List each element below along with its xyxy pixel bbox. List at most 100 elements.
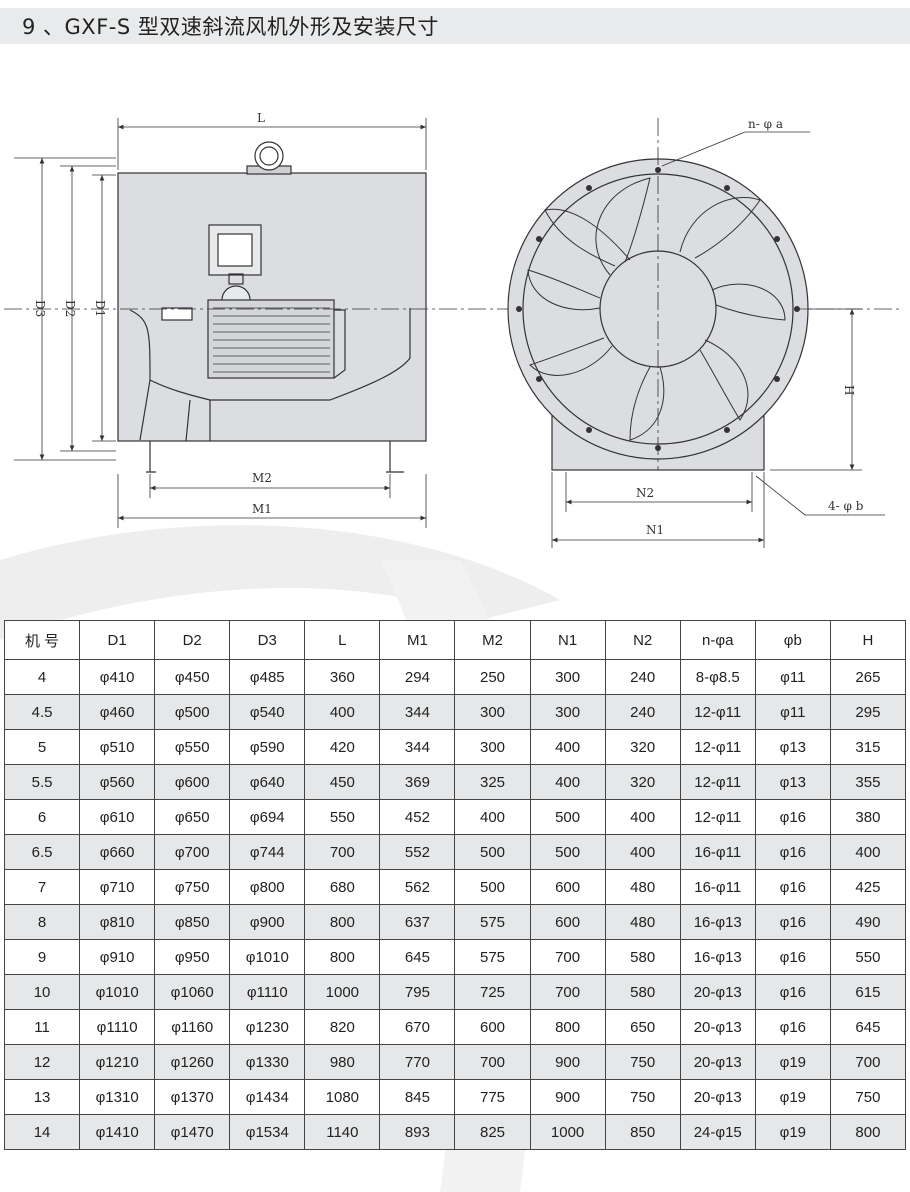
- table-cell: φ950: [154, 939, 231, 975]
- table-cell: 295: [829, 694, 907, 730]
- table-cell: φ11: [754, 694, 831, 730]
- table-cell: 900: [529, 1044, 606, 1080]
- table-cell: 1000: [529, 1114, 606, 1150]
- table-cell: φ13: [754, 729, 831, 765]
- table-cell: 300: [529, 659, 606, 695]
- table-cell: 400: [604, 834, 681, 870]
- table-cell: 4: [3, 659, 81, 695]
- table-cell: 550: [304, 799, 381, 835]
- table-cell: 825: [454, 1114, 531, 1150]
- table-cell: 750: [829, 1079, 907, 1115]
- table-cell: 700: [529, 974, 606, 1010]
- table-cell: 575: [454, 904, 531, 940]
- table-cell: 344: [379, 694, 456, 730]
- label-D2: D2: [63, 300, 77, 317]
- table-cell: 8: [3, 904, 81, 940]
- table-cell: φ1160: [154, 1009, 231, 1045]
- table-cell: 20-φ13: [679, 1044, 756, 1080]
- table-cell: φ1260: [154, 1044, 231, 1080]
- table-header-row: 机 号 D1 D2 D3 L M1 M2 N1 N2 n-φa φb H: [3, 620, 907, 660]
- header-cell: N2: [604, 620, 681, 660]
- table-cell: 480: [604, 869, 681, 905]
- table-cell: 14: [3, 1114, 81, 1150]
- table-cell: 250: [454, 659, 531, 695]
- table-cell: φ16: [754, 799, 831, 835]
- table-cell: 645: [379, 939, 456, 975]
- table-cell: φ1534: [229, 1114, 306, 1150]
- table-cell: 344: [379, 729, 456, 765]
- table-cell: 1140: [304, 1114, 381, 1150]
- table-cell: φ1010: [229, 939, 306, 975]
- header-cell: D3: [229, 620, 306, 660]
- table-cell: 355: [829, 764, 907, 800]
- table-cell: 900: [529, 1079, 606, 1115]
- table-cell: φ660: [79, 834, 156, 870]
- side-view: [4, 118, 900, 528]
- table-cell: 800: [829, 1114, 907, 1150]
- table-cell: φ850: [154, 904, 231, 940]
- table-cell: 16-φ11: [679, 834, 756, 870]
- header-cell: 机 号: [3, 620, 81, 660]
- table-cell: φ744: [229, 834, 306, 870]
- table-cell: φ610: [79, 799, 156, 835]
- header-cell: n-φa: [679, 620, 756, 660]
- table-cell: 750: [604, 1079, 681, 1115]
- table-cell: φ1060: [154, 974, 231, 1010]
- table-cell: 637: [379, 904, 456, 940]
- table-cell: 8-φ8.5: [679, 659, 756, 695]
- table-cell: φ500: [154, 694, 231, 730]
- table-cell: 552: [379, 834, 456, 870]
- table-cell: 980: [304, 1044, 381, 1080]
- header-cell: L: [304, 620, 381, 660]
- table-cell: φ460: [79, 694, 156, 730]
- table-cell: φ800: [229, 869, 306, 905]
- table-cell: 20-φ13: [679, 1009, 756, 1045]
- header-cell: D1: [79, 620, 156, 660]
- table-cell: 750: [604, 1044, 681, 1080]
- table-cell: 300: [454, 694, 531, 730]
- table-cell: 320: [604, 729, 681, 765]
- table-cell: φ590: [229, 729, 306, 765]
- table-cell: 12-φ11: [679, 729, 756, 765]
- table-cell: φ1470: [154, 1114, 231, 1150]
- table-cell: 400: [454, 799, 531, 835]
- table-cell: 700: [829, 1044, 907, 1080]
- table-cell: φ1230: [229, 1009, 306, 1045]
- label-N2: N2: [636, 486, 654, 500]
- table-cell: φ19: [754, 1114, 831, 1150]
- label-n-phi-a: n- φ a: [748, 117, 783, 131]
- table-cell: 12-φ11: [679, 799, 756, 835]
- table-cell: 20-φ13: [679, 1079, 756, 1115]
- table-cell: 400: [829, 834, 907, 870]
- table-cell: φ11: [754, 659, 831, 695]
- table-cell: 1000: [304, 974, 381, 1010]
- table-cell: 670: [379, 1009, 456, 1045]
- table-cell: 562: [379, 869, 456, 905]
- table-cell: 4.5: [3, 694, 81, 730]
- table-cell: φ450: [154, 659, 231, 695]
- table-cell: 645: [829, 1009, 907, 1045]
- table-cell: 6.5: [3, 834, 81, 870]
- table-cell: 9: [3, 939, 81, 975]
- table-cell: 400: [529, 729, 606, 765]
- table-cell: 500: [454, 834, 531, 870]
- table-cell: 320: [604, 764, 681, 800]
- table-cell: 893: [379, 1114, 456, 1150]
- table-cell: 5: [3, 729, 81, 765]
- table-cell: 13: [3, 1079, 81, 1115]
- label-L: L: [257, 111, 265, 125]
- table-cell: 380: [829, 799, 907, 835]
- table-cell: φ1330: [229, 1044, 306, 1080]
- table-cell: 360: [304, 659, 381, 695]
- table-cell: 800: [529, 1009, 606, 1045]
- table-cell: 400: [529, 764, 606, 800]
- label-H: H: [842, 385, 856, 395]
- header-cell: D2: [154, 620, 231, 660]
